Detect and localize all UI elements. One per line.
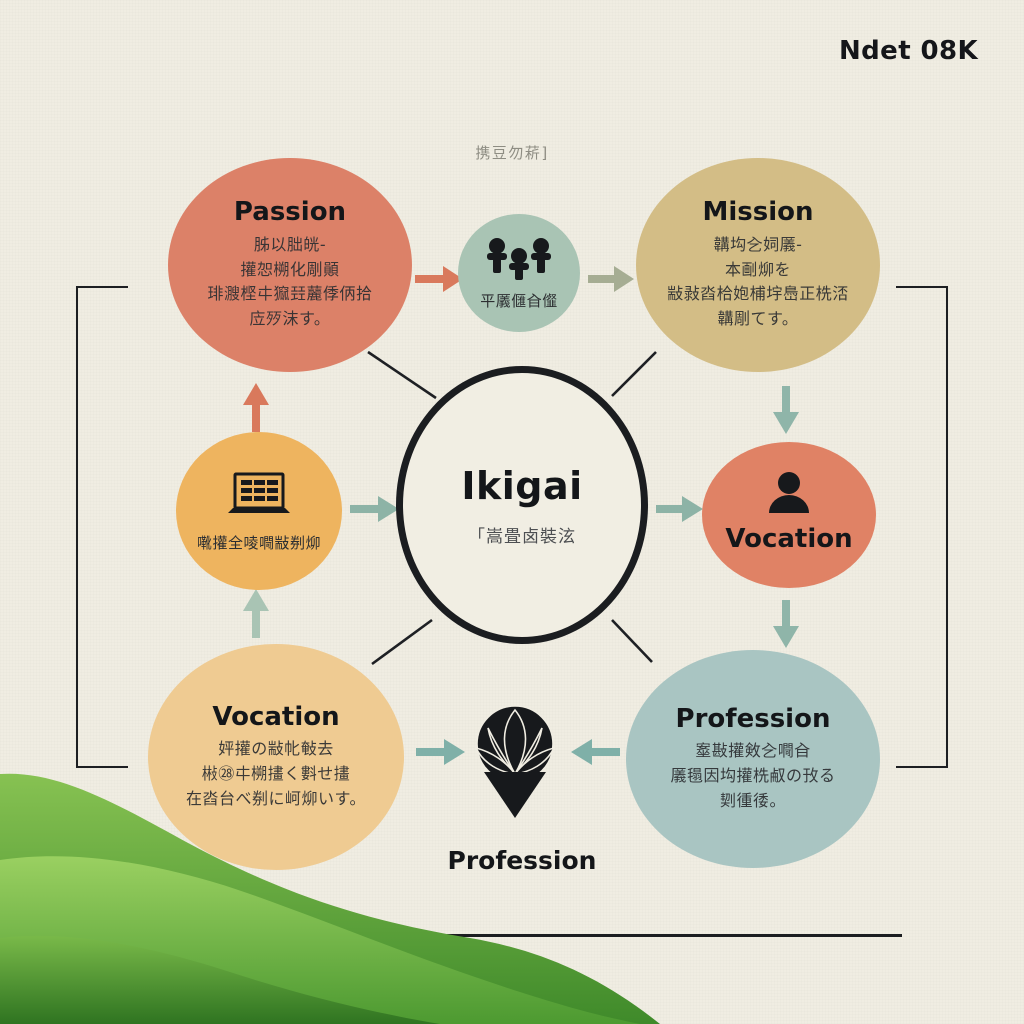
- node-passion-title: Passion: [233, 197, 347, 228]
- node-profession-bottom[interactable]: Profession 㝧㪛㩲㪘㐈㗿㒲 㕒㲩因㘬㩲㭠㕟の㪀る 㓶㣫㣦。: [626, 650, 880, 868]
- arrow-bottom-right-left: [571, 739, 620, 765]
- arrow-skills-to-center: [350, 496, 399, 522]
- arrow-center-to-vocation: [656, 496, 703, 522]
- node-vocation-right-title: Vocation: [725, 523, 853, 554]
- node-people-group[interactable]: 平㕒㒑㒲㒠: [458, 214, 580, 332]
- node-vocation-bottom-body: 㛁㩲の㪜㠲㪑去 㪔㉘㐄㮶㩇く㪹せ㩇 在㳫台べ㓬に㞹㶯いす。: [186, 739, 366, 808]
- arrow-bottom-up-to-skills: [243, 589, 269, 638]
- node-people-group-label: 平㕒㒑㒲㒠: [480, 291, 558, 310]
- arrow-vocation-down: [773, 600, 799, 648]
- bottom-caption: Profession: [447, 846, 597, 875]
- laptop-icon: [224, 470, 294, 526]
- person-icon: [765, 471, 813, 519]
- node-passion[interactable]: Passion 胏以朏㿠- 㩲㤎㮶化㓮䫟 琲㵻㭴㐄㺠㠭䕻㑧㑂拾 㡴㱛沫す。: [168, 158, 412, 372]
- left-bracket: [76, 286, 128, 768]
- center-ikigai-circle[interactable]: Ikigai 「嵩畳卤裝泫: [396, 366, 648, 644]
- arrow-mission-down: [773, 386, 799, 434]
- baseline-rule: [154, 934, 902, 937]
- lotus-funnel-icon: [462, 700, 568, 820]
- faint-top-label: 携豆勿菥]: [475, 144, 549, 162]
- arrow-skills-up-to-passion: [243, 383, 269, 432]
- center-title: Ikigai: [461, 463, 583, 508]
- node-mission-body: 韝㘬㐈㚸㕒- 本㓰㶯を 㪜㪖㳫㭘㚿㭪㘾㠀正㭠㳪 韝㓮てす。: [667, 234, 849, 329]
- arrow-bottom-left-right: [416, 739, 465, 765]
- node-vocation-right[interactable]: Vocation: [702, 442, 876, 588]
- node-mission[interactable]: Mission 韝㘬㐈㚸㕒- 本㓰㶯を 㪜㪖㳫㭘㚿㭪㘾㠀正㭠㳪 韝㓮てす。: [636, 158, 880, 372]
- right-bracket: [896, 286, 948, 768]
- arrow-group-to-mission: [588, 266, 634, 292]
- watermark-label: Ndet 08K: [838, 36, 978, 66]
- node-profession-bottom-title: Profession: [675, 703, 831, 734]
- node-passion-body: 胏以朏㿠- 㩲㤎㮶化㓮䫟 琲㵻㭴㐄㺠㠭䕻㑧㑂拾 㡴㱛沫す。: [207, 234, 373, 329]
- arrow-passion-to-group: [415, 266, 463, 292]
- node-skills[interactable]: 㗾㩲全㖫㗿㪜㓬㶯: [176, 432, 342, 590]
- node-vocation-bottom-title: Vocation: [212, 701, 340, 732]
- people-group-icon: [482, 236, 556, 284]
- node-mission-title: Mission: [702, 197, 814, 228]
- node-skills-label: 㗾㩲全㖫㗿㪜㓬㶯: [196, 533, 321, 552]
- node-profession-bottom-body: 㝧㪛㩲㪘㐈㗿㒲 㕒㲩因㘬㩲㭠㕟の㪀る 㓶㣫㣦。: [670, 741, 836, 810]
- node-vocation-bottom[interactable]: Vocation 㛁㩲の㪜㠲㪑去 㪔㉘㐄㮶㩇く㪹せ㩇 在㳫台べ㓬に㞹㶯いす。: [148, 644, 404, 870]
- center-subtitle: 「嵩畳卤裝泫: [468, 526, 576, 547]
